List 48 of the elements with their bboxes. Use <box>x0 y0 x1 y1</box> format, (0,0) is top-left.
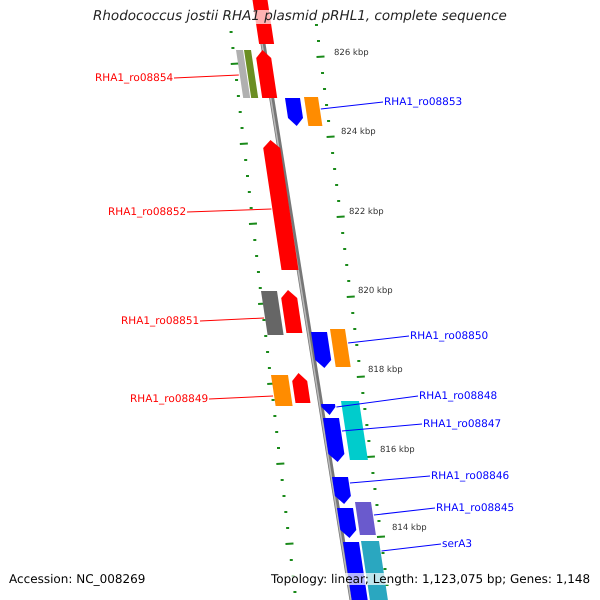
gene-label: RHA1_ro08848 <box>419 390 498 401</box>
gene-label: RHA1_ro08852 <box>108 206 186 217</box>
gene-label: serA3 <box>442 538 472 549</box>
scale-label: 824 kbp <box>341 128 376 136</box>
scale-label: 826 kbp <box>334 48 369 57</box>
leader-line <box>336 396 418 408</box>
gene-block <box>337 508 356 538</box>
gene-block <box>311 332 332 368</box>
gene-bar <box>304 97 322 126</box>
gene-block <box>323 418 344 462</box>
scale-label: 814 kbp <box>392 524 427 532</box>
gene-bar <box>261 291 284 335</box>
gene-label: RHA1_ro08851 <box>121 316 200 326</box>
gene-label: RHA1_ro08850 <box>410 330 488 341</box>
gene-label: RHA1_ro08846 <box>431 470 510 481</box>
scale-label: 816 kbp <box>380 446 415 454</box>
gene-block <box>281 290 302 333</box>
gene-block <box>292 373 310 403</box>
gene-bar <box>341 401 368 460</box>
gene-block <box>321 404 336 415</box>
gene-bar <box>244 50 258 98</box>
gene-bar <box>330 329 351 367</box>
scale-label: 820 kbp <box>358 286 393 295</box>
accession-text: Accession: NC_008269 <box>9 573 146 585</box>
gene-block <box>263 140 298 270</box>
gene-block <box>285 98 303 126</box>
leader-line <box>200 318 265 322</box>
scale-label: 818 kbp <box>368 366 403 374</box>
leader-line <box>320 102 384 110</box>
gene-label: RHA1_ro08849 <box>130 394 208 404</box>
gene-label: RHA1_ro08845 <box>436 502 514 513</box>
leader-line <box>381 544 442 552</box>
leader-line <box>186 208 272 212</box>
gene-label: RHA1_ro08854 <box>95 72 174 83</box>
leader-line <box>349 476 430 484</box>
gene-bar <box>355 502 376 535</box>
leader-line <box>341 424 422 432</box>
leader-line <box>208 396 274 400</box>
map-title: Rhodococcus jostii RHA1 plasmid pRHL1, complete sequence <box>93 10 507 24</box>
gene-label: RHA1_ro08853 <box>384 96 462 107</box>
gene-bar <box>271 375 293 406</box>
gene-label: RHA1_ro08847 <box>423 418 502 429</box>
gene-bar <box>236 50 250 98</box>
leader-line <box>174 74 240 78</box>
gene-block <box>256 50 278 98</box>
gene-block <box>332 477 351 504</box>
genome-summary: Topology: linear; Length: 1,123,075 bp; Genes: 1,148 <box>271 573 590 585</box>
scale-label: 822 kbp <box>349 208 384 216</box>
